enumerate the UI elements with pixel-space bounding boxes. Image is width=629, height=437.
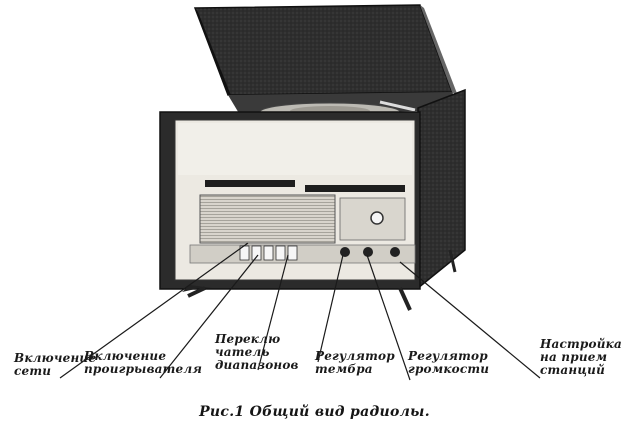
figure-caption: Рис.1 Общий вид радиолы. (199, 404, 430, 420)
callout-volume-control: Регулятор громкости (408, 349, 490, 376)
leader-band (257, 254, 289, 371)
cabinet-side (417, 88, 466, 290)
leader-tuning (399, 261, 541, 379)
tone-knob (340, 247, 350, 257)
leader-turntable (159, 254, 259, 379)
callout-tuning-control: Настройка на прием станций (540, 337, 622, 377)
tuning-dial (199, 194, 336, 244)
callout-tone-control: Регулятор тембра (315, 349, 395, 376)
callout-band-switch: Переклю чатель диапазонов (215, 332, 299, 372)
callout-leader-lines (59, 242, 541, 381)
callout-turntable-switch: Включение проигрывателя (84, 349, 203, 376)
leader-volume (366, 254, 411, 381)
tuning-knob (390, 247, 400, 257)
callout-power-switch: Включение сети (14, 351, 97, 378)
cabinet-front (159, 111, 421, 290)
leader-tone (317, 254, 344, 363)
leader-power (59, 242, 249, 379)
cabinet-legs (182, 249, 457, 311)
lid (193, 4, 458, 98)
volume-knob (363, 247, 373, 257)
band-switch-keys (239, 245, 298, 261)
tuning-indicator (370, 211, 384, 225)
